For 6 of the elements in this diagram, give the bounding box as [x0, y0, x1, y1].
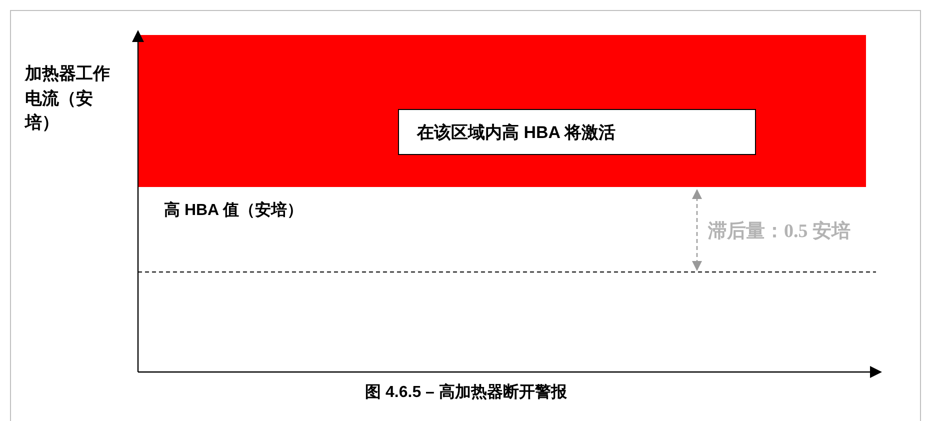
zone-label: 在该区域内高 HBA 将激活 [398, 109, 756, 155]
axis-title: 加热器工作电流（安培） [25, 63, 111, 134]
alarm-zone [138, 35, 866, 187]
figure-caption: 图 4.6.5 – 高加热器断开警报 [364, 382, 568, 403]
threshold-label: 高 HBA 值（安培） [164, 200, 303, 221]
hysteresis-label: 滞后量：0.5 安培 [708, 220, 850, 244]
